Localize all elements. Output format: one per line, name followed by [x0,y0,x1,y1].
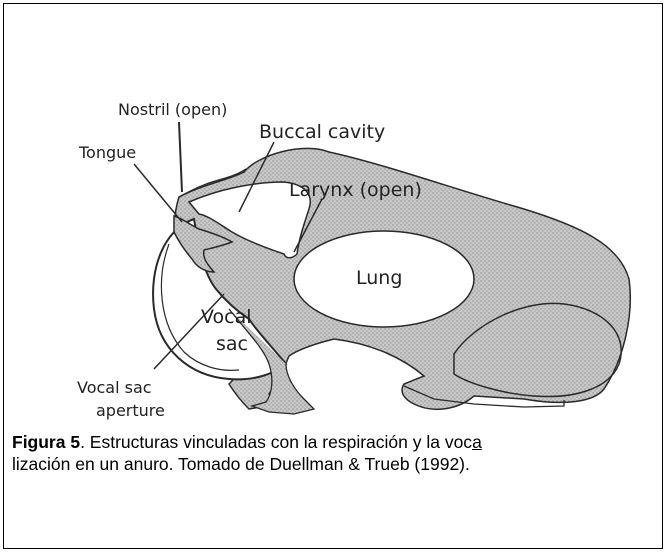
label-nostril: Nostril (open) [118,101,227,119]
label-lung: Lung [356,267,402,289]
tongue-leader [134,164,182,222]
figure-caption: Figura 5. Estructuras vinculadas con la … [12,431,652,475]
label-aperture-line2: aperture [96,402,165,420]
label-larynx: Larynx (open) [289,179,422,201]
caption-figure-label: Figura 5 [12,432,80,452]
label-aperture-line1: Vocal sac [77,379,152,397]
label-vocal-sac-line1: Vocal [201,306,252,328]
label-vocal-sac-line2: sac [216,333,248,355]
frog-anatomy-diagram [4,4,664,424]
label-buccal-cavity: Buccal cavity [259,121,385,143]
nostril-leader [179,122,182,192]
caption-text-part1: . Estructuras vinculadas con la respirac… [80,432,472,452]
label-tongue: Tongue [79,144,136,162]
caption-underlined-letter: a [472,432,482,452]
figure-frame: Nostril (open) Buccal cavity Tongue Lary… [3,3,663,549]
caption-text-part2: lización en un anuro. Tomado de Duellman… [12,454,470,474]
